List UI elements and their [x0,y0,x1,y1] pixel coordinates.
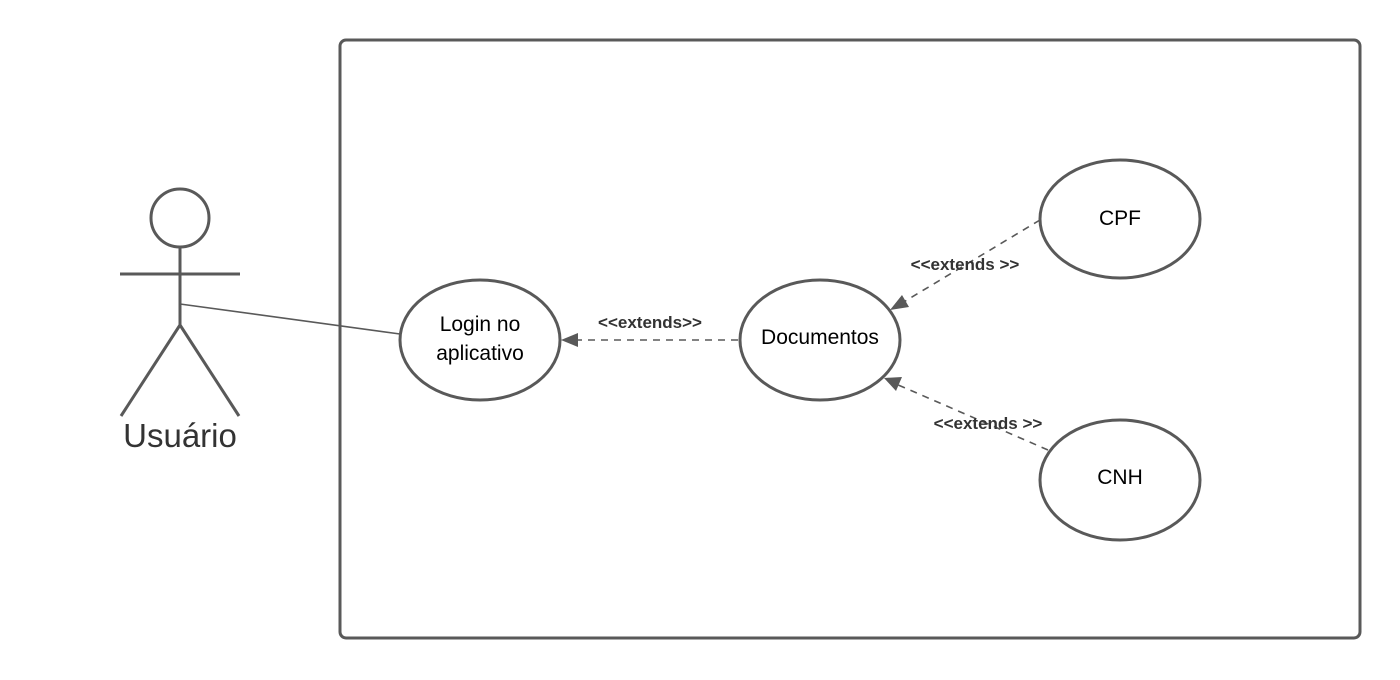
use-case-login-label-line1: Login no [440,313,521,336]
use-case-cpf: CPF [1038,158,1202,280]
use-case-cpf-ellipse [1038,158,1202,280]
arrowhead-documentos-from-cpf [890,295,909,310]
extends-label-cpf-documentos: <<extends >> [911,255,1020,274]
system-boundary [338,38,1362,640]
use-case-documentos-ellipse [738,278,902,402]
use-case-cnh: CNH [1038,418,1202,542]
actor-head [149,187,211,249]
use-case-login-ellipse [398,278,562,402]
actor-right-leg [178,324,241,417]
use-case-cnh-ellipse [1038,418,1202,542]
extends-line-cnh-documentos [895,383,1049,451]
use-case-login: Login no aplicativo [398,278,562,402]
use-case-cpf-label: CPF [1099,207,1141,230]
extends-line-cpf-documentos [901,219,1041,304]
use-case-documentos: Documentos [738,278,902,402]
actor-association-line [179,303,401,335]
actor-figure [119,187,241,417]
extends-label-cnh-documentos: <<extends >> [934,414,1043,433]
actor-label: Usuário [123,417,237,454]
actor-left-leg [119,324,182,417]
arrowhead-login [561,333,578,347]
use-case-cnh-label: CNH [1097,466,1143,489]
use-case-documentos-label: Documentos [761,326,879,349]
arrowhead-documentos-from-cnh [884,377,902,391]
extends-label-documentos-login: <<extends>> [598,313,702,332]
use-case-login-label-line2: aplicativo [436,342,524,365]
